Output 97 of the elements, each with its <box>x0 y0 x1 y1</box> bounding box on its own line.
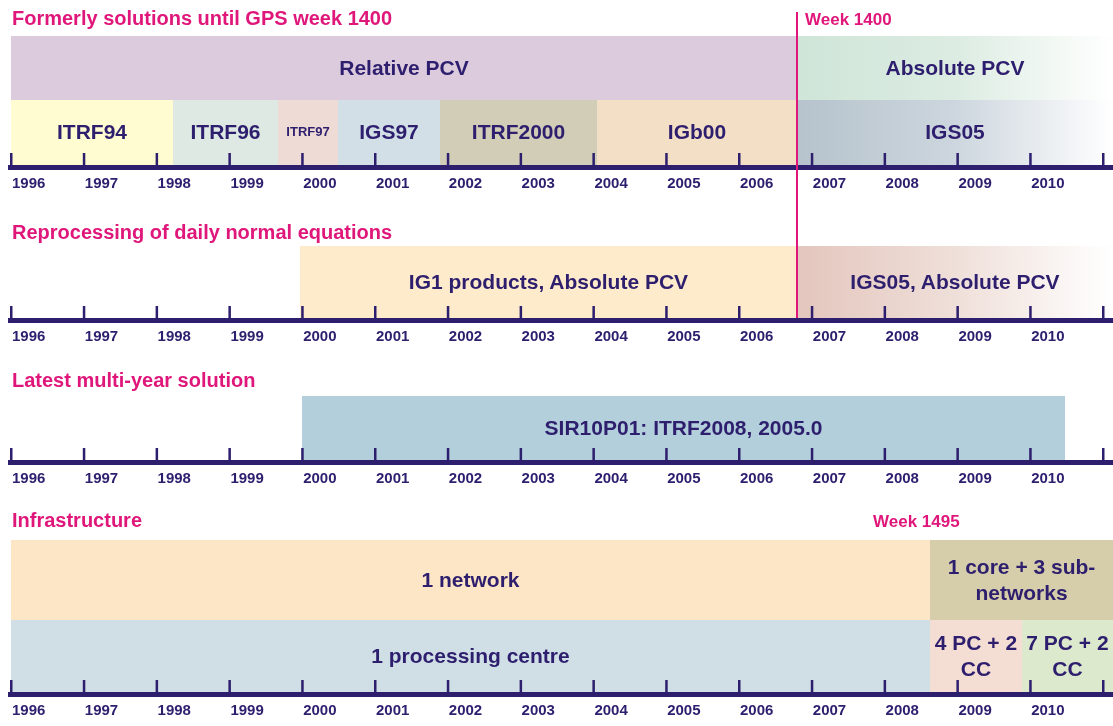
timeline-band <box>440 100 597 165</box>
year-label: 1999 <box>230 469 264 488</box>
timeline-band <box>302 396 1065 460</box>
year-label: 2003 <box>521 469 555 488</box>
year-label: 2006 <box>740 469 774 488</box>
year-label: 2001 <box>376 701 410 720</box>
year-label: 2006 <box>740 701 774 720</box>
year-label: 2008 <box>885 327 919 346</box>
band-label: Relative PCV <box>339 54 469 81</box>
timeline-band <box>173 100 278 165</box>
band-label: ITRF94 <box>57 119 127 146</box>
band-label: 1 processing centre <box>371 642 570 669</box>
year-label: 2005 <box>667 469 701 488</box>
band-label: 7 PC + 2 CC <box>1026 629 1109 682</box>
year-label: 1996 <box>12 174 46 193</box>
year-label: 2006 <box>740 327 774 346</box>
year-label: 2004 <box>594 469 628 488</box>
year-label: 2008 <box>885 174 919 193</box>
week-label: Week 1400 <box>805 9 892 31</box>
year-label: 2009 <box>958 469 992 488</box>
timeline-band <box>278 100 338 165</box>
timeline-band <box>11 620 930 692</box>
year-label: 2004 <box>594 327 628 346</box>
timeline-band <box>11 540 930 620</box>
section-heading: Reprocessing of daily normal equations <box>12 220 393 245</box>
year-label: 2004 <box>594 701 628 720</box>
timeline-band <box>11 36 797 100</box>
section-heading: Infrastructure <box>12 508 143 533</box>
year-label: 2008 <box>885 701 919 720</box>
timeline-band <box>930 540 1113 620</box>
section-heading: Formerly solutions until GPS week 1400 <box>12 6 393 31</box>
year-label: 1998 <box>157 174 191 193</box>
year-label: 2007 <box>812 469 847 488</box>
year-label: 2010 <box>1031 174 1065 193</box>
year-label: 1998 <box>157 701 191 720</box>
year-label: 2003 <box>521 327 555 346</box>
year-label: 2000 <box>303 327 337 346</box>
timeline-band <box>338 100 440 165</box>
timeline-band <box>597 100 797 165</box>
week-label: Week 1495 <box>873 511 960 533</box>
year-label: 2003 <box>521 174 555 193</box>
year-label: 1999 <box>230 327 264 346</box>
year-label: 2004 <box>594 174 628 193</box>
year-label: 2010 <box>1031 469 1065 488</box>
year-label: 2002 <box>448 174 483 193</box>
timeline-band <box>930 620 1022 692</box>
year-label: 1996 <box>12 327 46 346</box>
year-label: 1998 <box>157 469 191 488</box>
year-label: 2008 <box>885 469 919 488</box>
band-label: SIR10P01: ITRF2008, 2005.0 <box>544 414 823 441</box>
year-label: 2000 <box>303 701 337 720</box>
band-label: IGS05 <box>925 119 985 146</box>
year-label: 2002 <box>448 327 483 346</box>
year-label: 2009 <box>958 327 992 346</box>
band-label: Absolute PCV <box>885 54 1025 81</box>
band-label: IGS97 <box>359 119 419 146</box>
section-heading: Latest multi-year solution <box>12 368 256 393</box>
year-label: 1997 <box>84 327 119 346</box>
year-label: 2002 <box>448 469 483 488</box>
year-label: 2002 <box>448 701 483 720</box>
year-label: 1997 <box>84 174 119 193</box>
year-label: 1996 <box>12 701 46 720</box>
year-label: 2007 <box>812 174 847 193</box>
band-label: IGS05, Absolute PCV <box>850 268 1060 295</box>
timeline-band <box>300 246 797 318</box>
year-label: 2001 <box>376 469 410 488</box>
band-label: IG1 products, Absolute PCV <box>408 268 689 295</box>
year-label: 2005 <box>667 701 701 720</box>
year-label: 2005 <box>667 174 701 193</box>
year-label: 2010 <box>1031 327 1065 346</box>
band-label: ITRF2000 <box>471 119 566 146</box>
year-label: 2005 <box>667 327 701 346</box>
year-label: 1999 <box>230 701 264 720</box>
year-label: 2001 <box>376 327 410 346</box>
year-label: 2007 <box>812 701 847 720</box>
year-label: 2009 <box>958 701 992 720</box>
year-label: 1998 <box>157 327 191 346</box>
year-label: 2000 <box>303 174 337 193</box>
year-label: 2000 <box>303 469 337 488</box>
year-label: 1996 <box>12 469 46 488</box>
year-label: 1997 <box>84 469 119 488</box>
year-label: 2010 <box>1031 701 1065 720</box>
year-label: 1999 <box>230 174 264 193</box>
year-label: 2001 <box>376 174 410 193</box>
band-label: ITRF96 <box>190 119 261 146</box>
timeline-band <box>1022 620 1113 692</box>
year-label: 2006 <box>740 174 774 193</box>
year-label: 1997 <box>84 701 119 720</box>
band-label: ITRF97 <box>286 124 330 141</box>
band-label: 1 network <box>421 566 520 593</box>
band-label: 4 PC + 2 CC <box>934 629 1018 682</box>
year-label: 2007 <box>812 327 847 346</box>
year-label: 2003 <box>521 701 555 720</box>
timeline-band <box>11 100 173 165</box>
year-label: 2009 <box>958 174 992 193</box>
band-label: 1 core + 3 sub-networks <box>946 553 1097 606</box>
band-label: IGb00 <box>667 119 727 146</box>
